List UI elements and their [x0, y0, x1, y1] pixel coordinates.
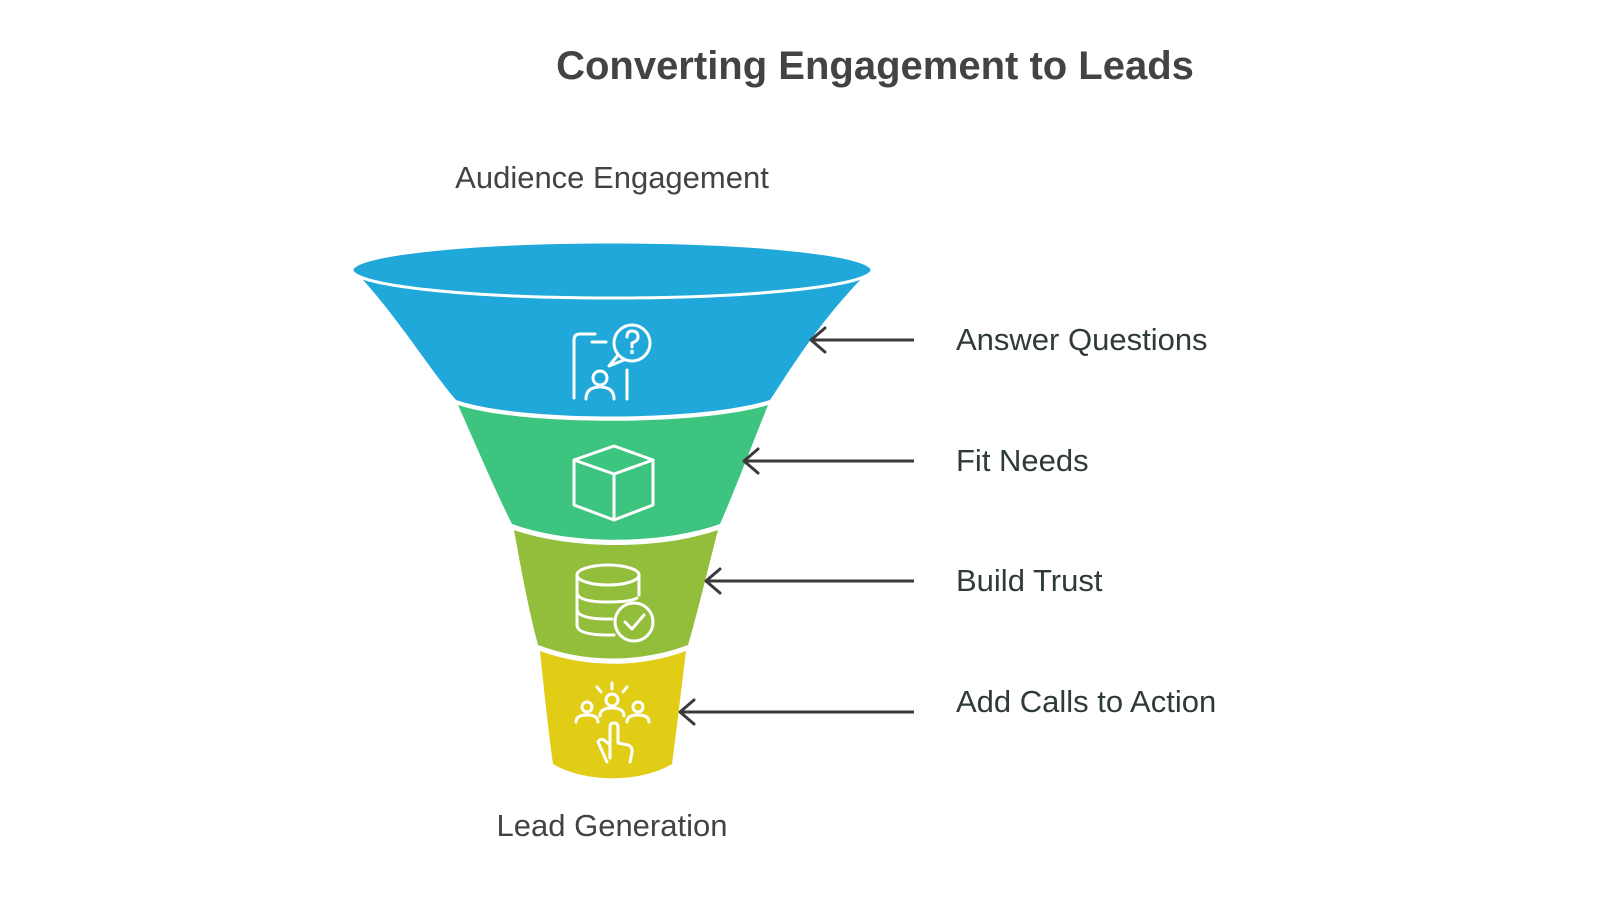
- arrow-3: [704, 567, 914, 595]
- funnel-stage-1: [356, 272, 868, 417]
- funnel-bottom-label: Lead Generation: [496, 808, 728, 843]
- stage-label-build-trust: Build Trust: [956, 563, 1103, 598]
- arrow-2: [742, 447, 914, 475]
- people-click-icon: [574, 681, 651, 764]
- funnel-stage-3: [514, 530, 718, 659]
- funnel-stage-4: [540, 651, 686, 779]
- stage-label-answer-questions: Answer Questions: [956, 322, 1208, 357]
- funnel-top-label: Audience Engagement: [455, 160, 769, 195]
- arrow-4: [678, 698, 914, 726]
- phone-question-icon: [572, 323, 652, 401]
- arrow-1: [809, 326, 914, 354]
- diagram-title: Converting Engagement to Leads: [556, 44, 1194, 88]
- database-check-icon: [575, 563, 655, 643]
- cube-icon: [572, 444, 655, 522]
- stage-label-fit-needs: Fit Needs: [956, 443, 1089, 478]
- funnel-rim: [350, 240, 874, 300]
- stage-label-add-calls-to-action: Add Calls to Action: [956, 684, 1217, 719]
